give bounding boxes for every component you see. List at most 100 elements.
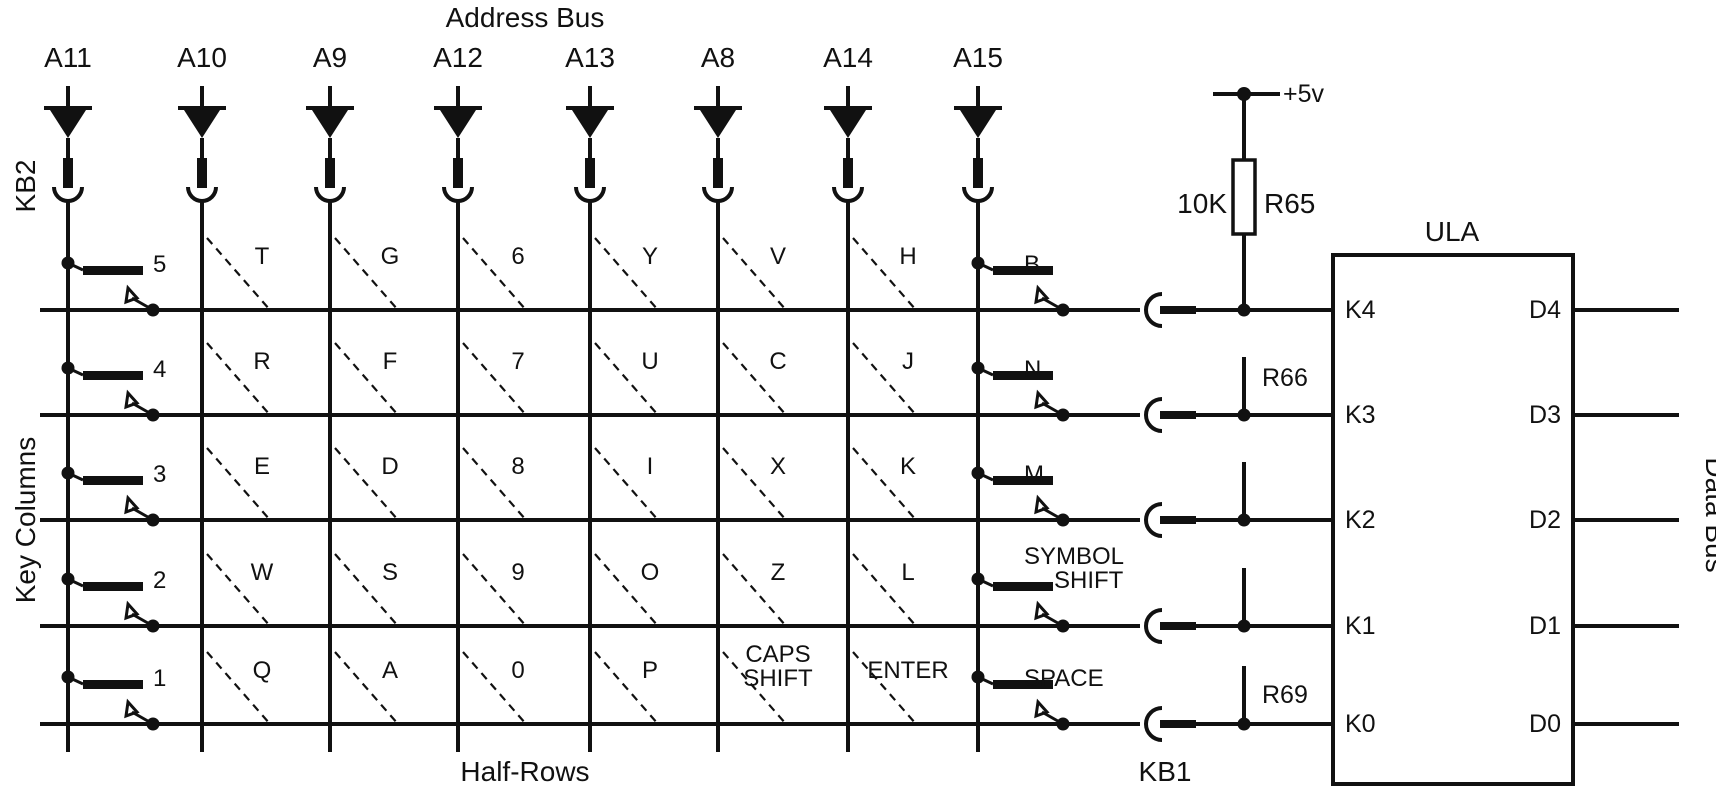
switch-contact-bar <box>83 680 143 689</box>
key-label: 9 <box>511 559 524 586</box>
switch-lead <box>67 261 84 272</box>
key-dashed-link <box>462 447 527 521</box>
key-dashed-link <box>722 651 787 725</box>
key-label: 1 <box>153 665 166 692</box>
key-label: T <box>255 243 270 270</box>
key-dashed-link <box>206 651 271 725</box>
kb2-socket <box>186 186 218 203</box>
kb2-pin <box>453 158 463 188</box>
ula-d-pin: D0 <box>1529 710 1561 738</box>
switch-contact-bar <box>83 371 143 380</box>
kb2-pin <box>973 158 983 188</box>
kb1-pin <box>1160 622 1196 630</box>
key-label: SYMBOL <box>1024 543 1124 570</box>
switch-wedge <box>1034 600 1050 621</box>
key-label: 5 <box>153 251 166 278</box>
kb1-socket <box>1144 608 1163 644</box>
address-line-label: A15 <box>953 42 1003 73</box>
key-label: Q <box>253 657 272 684</box>
address-line-labels: A11 A10 A9 A12 A13 A8 A14 A15 <box>44 42 1003 73</box>
switch-contact-bar <box>993 582 1053 591</box>
r65-label: R65 <box>1264 188 1315 219</box>
data-bus-label: Data Bus <box>1700 457 1716 572</box>
kb1-label: KB1 <box>1139 756 1192 787</box>
key-label: W <box>251 559 274 586</box>
key-label: 2 <box>153 567 166 594</box>
key-label: B <box>1024 251 1040 278</box>
switch-contact-bar <box>83 476 143 485</box>
ula-d-pin: D4 <box>1529 296 1561 324</box>
ula-chip <box>1331 253 1575 786</box>
key-dashed-link <box>334 237 399 311</box>
key-dashed-link <box>206 553 271 627</box>
diode-body <box>572 110 608 138</box>
key-dashed-link <box>206 237 271 311</box>
switch-row-dot <box>1056 619 1070 633</box>
key-label: P <box>642 657 658 684</box>
kb1-socket <box>1144 706 1163 742</box>
key-label: CAPS <box>745 641 810 668</box>
kb2-socket <box>574 186 606 203</box>
kb2-pin <box>585 158 595 188</box>
address-bus-label: Address Bus <box>446 2 605 33</box>
switch-row-dot <box>1056 408 1070 422</box>
kb1-socket <box>1144 292 1163 328</box>
key-label: D <box>381 453 398 480</box>
switch-wedge <box>1034 284 1050 305</box>
diode-body <box>50 110 86 138</box>
junction-dot <box>1237 303 1251 317</box>
kb2-pin <box>63 158 73 188</box>
kb1-pin <box>1160 720 1196 728</box>
ula-k-pin: K3 <box>1345 401 1376 429</box>
key-label: K <box>900 453 916 480</box>
switch-wedge <box>124 389 140 410</box>
switch-lead <box>977 261 994 272</box>
key-label: V <box>770 243 786 270</box>
key-label: H <box>899 243 916 270</box>
ula-k-pin: K4 <box>1345 296 1376 324</box>
kb2-socket <box>832 186 864 203</box>
key-label: S <box>382 559 398 586</box>
address-line-label: A14 <box>823 42 873 73</box>
key-dashed-link <box>852 651 917 725</box>
switch-contact-bar <box>993 371 1053 380</box>
switch-lead <box>67 577 84 588</box>
ula-k-pin: K0 <box>1345 710 1376 738</box>
diode-body <box>700 110 736 138</box>
key-dashed-link <box>852 237 917 311</box>
key-label: SHIFT <box>1054 567 1124 594</box>
key-dashed-link <box>852 447 917 521</box>
diode-body <box>184 110 220 138</box>
key-label: U <box>641 348 658 375</box>
kb2-socket <box>962 186 994 203</box>
address-line-label: A13 <box>565 42 615 73</box>
key-dashed-link <box>852 553 917 627</box>
kb2-pin <box>197 158 207 188</box>
switch-wedge <box>124 494 140 515</box>
switch-wedge <box>124 698 140 719</box>
switch-row-dot <box>146 513 160 527</box>
switch-contact-bar <box>83 582 143 591</box>
key-dashed-link <box>722 342 787 416</box>
key-label: 4 <box>153 356 166 383</box>
address-line-label: A9 <box>313 42 347 73</box>
key-dashed-link <box>462 553 527 627</box>
key-dashed-link <box>852 342 917 416</box>
supply-label: +5v <box>1283 80 1325 108</box>
kb1-pin <box>1160 306 1196 314</box>
diode-body <box>960 110 996 138</box>
key-label: 0 <box>511 657 524 684</box>
kb1-socket <box>1144 502 1163 538</box>
ula-pin-labels: K4 K3 K2 K1 K0 D4 D3 D2 D1 D0 <box>1345 296 1561 738</box>
key-label: SHIFT <box>743 665 813 692</box>
diode-body <box>830 110 866 138</box>
switch-row-dot <box>146 717 160 731</box>
pull-up-network: +5v 10K R65 R66 R69 ULA <box>1177 80 1479 709</box>
key-label: ENTER <box>867 657 948 684</box>
half-rows-label: Half-Rows <box>460 756 589 787</box>
key-label: E <box>254 453 270 480</box>
r69-label: R69 <box>1262 681 1308 709</box>
key-label: Z <box>771 559 786 586</box>
